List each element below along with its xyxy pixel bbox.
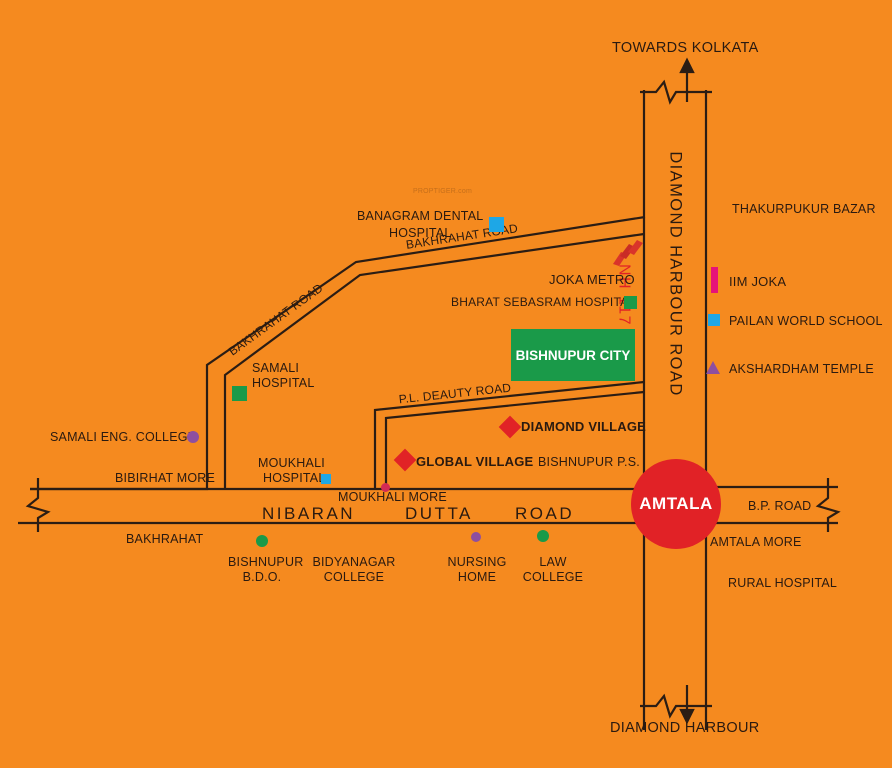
pailan-school-marker [708, 314, 720, 326]
bharat-sebasram-marker [624, 296, 637, 309]
bakhrahat-road-inner [223, 232, 645, 489]
amtala-label: AMTALA [639, 494, 713, 513]
nursing-home-marker [471, 532, 481, 542]
samali-label-2: HOSPITAL [252, 376, 315, 390]
bharat-sebasram-label: BHARAT SEBASRAM HOSPITAL [451, 295, 636, 309]
banagram-label-1: BANAGRAM DENTAL [357, 209, 484, 223]
rural-hospital-label: RURAL HOSPITAL [728, 576, 838, 590]
amtala-junction-marker: AMTALA [631, 459, 721, 549]
law-college-label-1: LAW [539, 555, 567, 569]
bishnupur-bdo-label-2: B.D.O. [242, 570, 282, 584]
bibirhat-more-label: BIBIRHAT MORE [115, 471, 216, 485]
joka-metro-label: JOKA METRO [549, 272, 635, 287]
moukhali-hospital-marker [321, 474, 331, 484]
iim-joka-marker [711, 267, 718, 293]
diamond-village-label: DIAMOND VILLAGE [521, 419, 647, 434]
thakurpukur-bazar-label: THAKURPUKUR BAZAR [732, 202, 876, 216]
bishnupur-ps-label: BISHNUPUR P.S. [538, 455, 640, 469]
bidyanagar-label-2: COLLEGE [323, 570, 385, 584]
watermark: PROPTIGER.com [413, 188, 472, 195]
arrow-south-head [679, 708, 695, 725]
akshardham-temple-marker [706, 361, 720, 374]
arrow-north-head [679, 57, 695, 74]
moukhali-more-label: MOUKHALI MORE [338, 490, 447, 504]
pl-deauty-road-outer [373, 380, 645, 489]
samali-label-1: SAMALI [252, 361, 300, 375]
road-break-east [815, 478, 841, 532]
road-break-bottom [640, 693, 712, 719]
samali-hospital-marker [232, 386, 247, 401]
road-break-west [25, 478, 51, 532]
bishnupur-bdo-marker [256, 535, 268, 547]
bakhrahat-label: BAKHRAHAT [126, 532, 204, 546]
diamond-harbour-label: DIAMOND HARBOUR [610, 720, 760, 736]
pailan-world-school-label: PAILAN WORLD SCHOOL [729, 314, 883, 328]
banagram-label-2: HOSPITAL [389, 226, 452, 240]
banagram-hospital-marker [489, 217, 504, 232]
road-break-top [640, 79, 712, 105]
towards-kolkata-label: TOWARDS KOLKATA [612, 40, 759, 56]
bakhrahat-road-outer [30, 215, 646, 491]
samali-eng-college-label: SAMALI ENG. COLLEGE [50, 430, 197, 444]
bishnupur-city-label: BISHNUPUR CITY [515, 347, 631, 363]
bidyanagar-label-1: BIDYANAGAR [312, 555, 396, 569]
nursing-home-label-2: HOME [457, 570, 497, 584]
bp-road-label: B.P. ROAD [748, 499, 812, 513]
metro-icon [611, 240, 643, 266]
moukhali-more-marker [381, 483, 390, 492]
road-label: ROAD [515, 504, 575, 523]
nursing-home-label-1: NURSING [447, 555, 507, 569]
law-college-label-2: COLLEGE [522, 570, 584, 584]
bishnupur-city-project: BISHNUPUR CITY [511, 329, 635, 381]
moukhali-label-1: MOUKHALI [258, 456, 325, 470]
nibaran-label: NIBARAN [262, 504, 356, 523]
pl-deauty-road-inner [384, 390, 645, 489]
moukhali-label-2: HOSPITAL [263, 471, 326, 485]
diamond-harbour-road-label: DIAMOND HARBOUR ROAD [666, 151, 685, 397]
iim-joka-label: IIM JOKA [729, 274, 787, 289]
dutta-label: DUTTA [405, 504, 473, 523]
amtala-more-label: AMTALA MORE [710, 535, 802, 549]
global-village-label: GLOBAL VILLAGE [416, 454, 534, 469]
samali-eng-college-marker [187, 431, 199, 443]
bishnupur-bdo-label-1: BISHNUPUR [228, 555, 304, 569]
akshardham-temple-label: AKSHARDHAM TEMPLE [729, 362, 874, 376]
law-college-marker [537, 530, 549, 542]
